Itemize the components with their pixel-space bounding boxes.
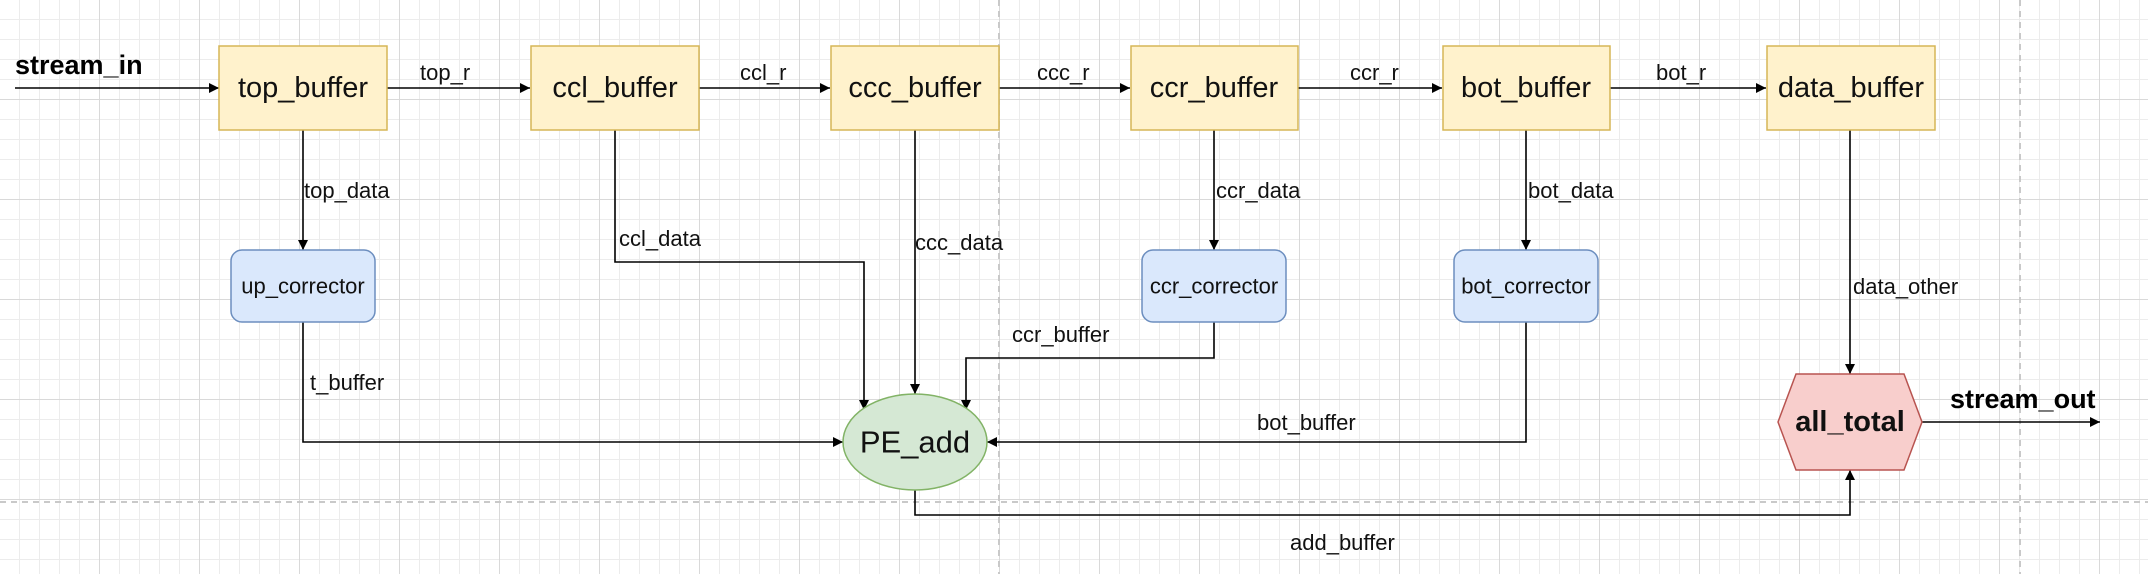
- edge-label-add-buffer: add_buffer: [1290, 530, 1395, 555]
- edge-label-ccr-buffer: ccr_buffer: [1012, 322, 1109, 347]
- node-bot-buffer[interactable]: bot_buffer: [1442, 45, 1611, 131]
- node-pe-add[interactable]: PE_add: [842, 393, 988, 491]
- node-ccl-buffer-label: ccl_buffer: [552, 72, 678, 104]
- stream-in-label: stream_in: [15, 50, 143, 80]
- edge-label-ccr-data: ccr_data: [1216, 178, 1301, 203]
- node-bot-corrector-label: bot_corrector: [1461, 274, 1591, 299]
- node-top-buffer-label: top_buffer: [238, 72, 368, 104]
- edge-label-bot-data: bot_data: [1528, 178, 1614, 203]
- edge-ccl-data[interactable]: [614, 130, 869, 410]
- node-ccc-buffer[interactable]: ccc_buffer: [830, 45, 1000, 131]
- node-all-total[interactable]: all_total: [1777, 373, 1923, 471]
- node-up-corrector-label: up_corrector: [241, 274, 365, 299]
- edge-add-buffer[interactable]: [914, 470, 1855, 516]
- edge-label-ccc-r: ccc_r: [1037, 60, 1090, 85]
- edge-label-top-r: top_r: [420, 60, 470, 85]
- edge-ccr-buffer[interactable]: [961, 322, 1215, 410]
- edge-label-bot-r: bot_r: [1656, 60, 1706, 85]
- node-ccr-corrector-label: ccr_corrector: [1150, 274, 1278, 299]
- edge-label-data-other: data_other: [1853, 274, 1958, 299]
- node-top-buffer[interactable]: top_buffer: [218, 45, 388, 131]
- node-ccr-corrector[interactable]: ccr_corrector: [1141, 249, 1287, 323]
- node-up-corrector[interactable]: up_corrector: [230, 249, 376, 323]
- edge-label-t-buffer: t_buffer: [310, 370, 384, 395]
- stream-out-label: stream_out: [1950, 384, 2096, 414]
- edge-label-bot-buffer: bot_buffer: [1257, 410, 1356, 435]
- node-ccr-buffer[interactable]: ccr_buffer: [1130, 45, 1299, 131]
- node-bot-corrector[interactable]: bot_corrector: [1453, 249, 1599, 323]
- node-pe-add-label: PE_add: [860, 425, 970, 460]
- node-ccr-buffer-label: ccr_buffer: [1150, 72, 1279, 104]
- edge-label-ccl-r: ccl_r: [740, 60, 786, 85]
- node-bot-buffer-label: bot_buffer: [1461, 72, 1591, 104]
- node-all-total-label: all_total: [1795, 406, 1905, 438]
- node-ccc-buffer-label: ccc_buffer: [848, 72, 982, 104]
- node-data-buffer-label: data_buffer: [1778, 72, 1925, 104]
- edge-label-ccc-data: ccc_data: [915, 230, 1004, 255]
- edge-label-top-data: top_data: [304, 178, 390, 203]
- edge-label-ccr-r: ccr_r: [1350, 60, 1399, 85]
- edge-bot-buffer[interactable]: [987, 322, 1527, 447]
- edge-label-ccl-data: ccl_data: [619, 226, 702, 251]
- node-data-buffer[interactable]: data_buffer: [1766, 45, 1936, 131]
- edge-t-buffer[interactable]: [302, 322, 843, 447]
- node-ccl-buffer[interactable]: ccl_buffer: [530, 45, 700, 131]
